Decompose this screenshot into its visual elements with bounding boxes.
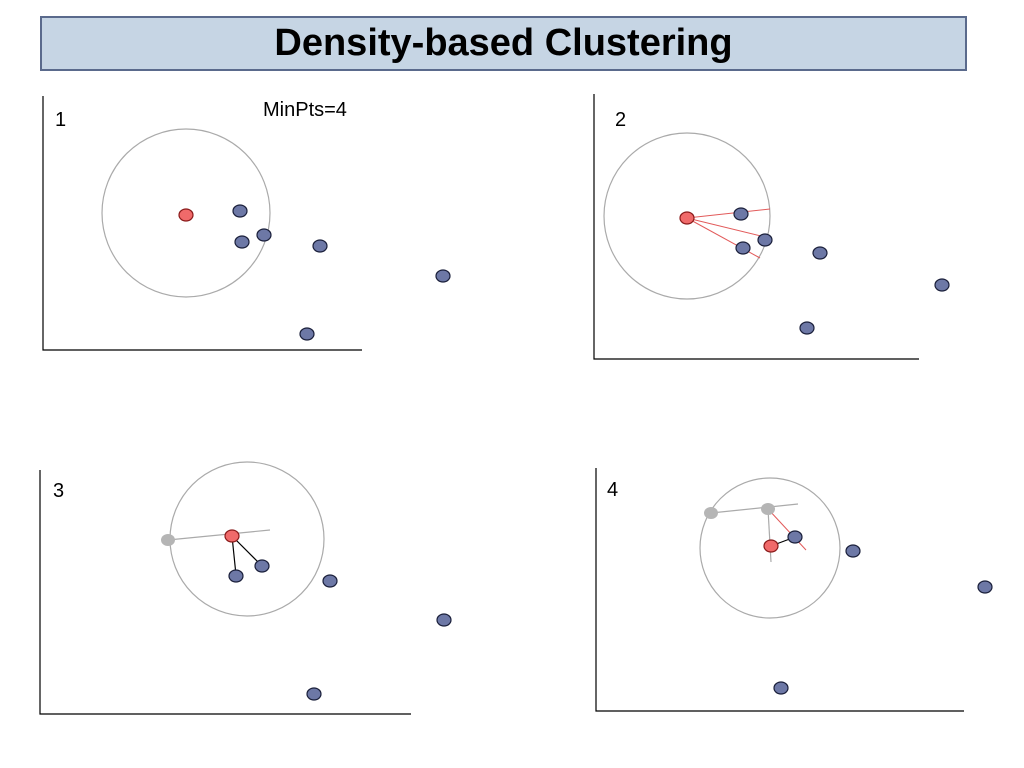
data-point: [436, 613, 452, 627]
panel-label: 4: [607, 479, 618, 501]
epsilon-circle: [603, 132, 771, 300]
data-point: [322, 574, 338, 588]
data-point: [312, 239, 328, 253]
visited-link: [767, 508, 772, 563]
minpts-label: MinPts=4: [263, 99, 347, 121]
data-point: [735, 241, 751, 255]
epsilon-circle: [169, 461, 325, 617]
visited-link: [167, 529, 271, 541]
data-point: [228, 569, 244, 583]
cluster-link: [231, 535, 263, 567]
panel-1: 1 MinPts=4: [42, 96, 451, 351]
data-point: [234, 235, 250, 249]
data-point: [845, 544, 861, 558]
visited-point: [161, 534, 175, 546]
page-title: Density-based Clustering: [274, 22, 733, 64]
data-point: [299, 327, 315, 341]
data-point: [977, 580, 993, 594]
title-banner: Density-based Clustering: [40, 16, 967, 71]
data-point: [934, 278, 950, 292]
visited-point: [704, 507, 718, 519]
axes: [593, 94, 919, 360]
panel-4: 4: [595, 468, 993, 712]
panel-label: 3: [53, 480, 64, 502]
data-point: [254, 559, 270, 573]
axes: [595, 468, 964, 712]
neighbor-link: [686, 208, 771, 219]
data-point: [435, 269, 451, 283]
data-point: [256, 228, 272, 242]
current-point: [763, 539, 779, 553]
axes: [39, 470, 411, 715]
current-point: [224, 529, 240, 543]
current-point: [178, 208, 194, 222]
current-point: [679, 211, 695, 225]
neighbor-link: [686, 217, 770, 239]
panel-label: 1: [55, 109, 66, 131]
data-point: [799, 321, 815, 335]
data-point: [757, 233, 773, 247]
panel-label: 2: [615, 109, 626, 131]
epsilon-circle: [101, 128, 271, 298]
visited-link: [710, 503, 799, 514]
data-point: [306, 687, 322, 701]
visited-point: [761, 503, 775, 515]
data-point: [812, 246, 828, 260]
data-point: [232, 204, 248, 218]
data-point: [787, 530, 803, 544]
panel-3: 3: [39, 461, 452, 715]
panel-2: 2: [593, 94, 950, 360]
data-point: [733, 207, 749, 221]
axes: [42, 96, 362, 351]
data-point: [773, 681, 789, 695]
neighbor-link: [767, 508, 807, 551]
epsilon-circle: [699, 477, 841, 619]
